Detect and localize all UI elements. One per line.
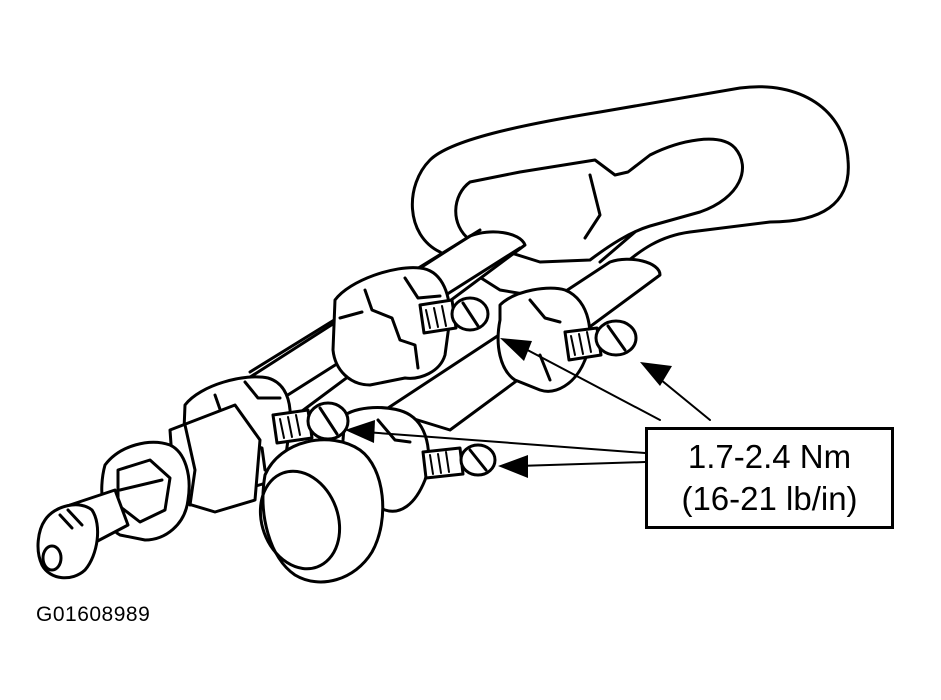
bolt-upper-right xyxy=(563,319,638,362)
clamp-upper xyxy=(331,266,592,393)
arrow-head-lower-right xyxy=(498,455,528,478)
torque-nm-label: 1.7-2.4 Nm xyxy=(687,438,852,475)
service-port-fitting xyxy=(36,403,262,580)
arrow-head-upper-right xyxy=(640,362,672,386)
cap-fitting xyxy=(258,438,385,584)
torque-lbin-label: (16-21 lb/in) xyxy=(681,480,858,517)
torque-callout: 1.7-2.4 Nm (16-21 lb/in) xyxy=(645,427,894,529)
figure-id-label: G01608989 xyxy=(36,603,151,626)
bolt-lower-right xyxy=(421,443,497,480)
leader-arrows xyxy=(345,338,711,478)
bolt-upper-left xyxy=(418,296,490,335)
arrow-head-upper-left xyxy=(500,338,532,361)
arrow-head-lower-left xyxy=(345,420,375,443)
